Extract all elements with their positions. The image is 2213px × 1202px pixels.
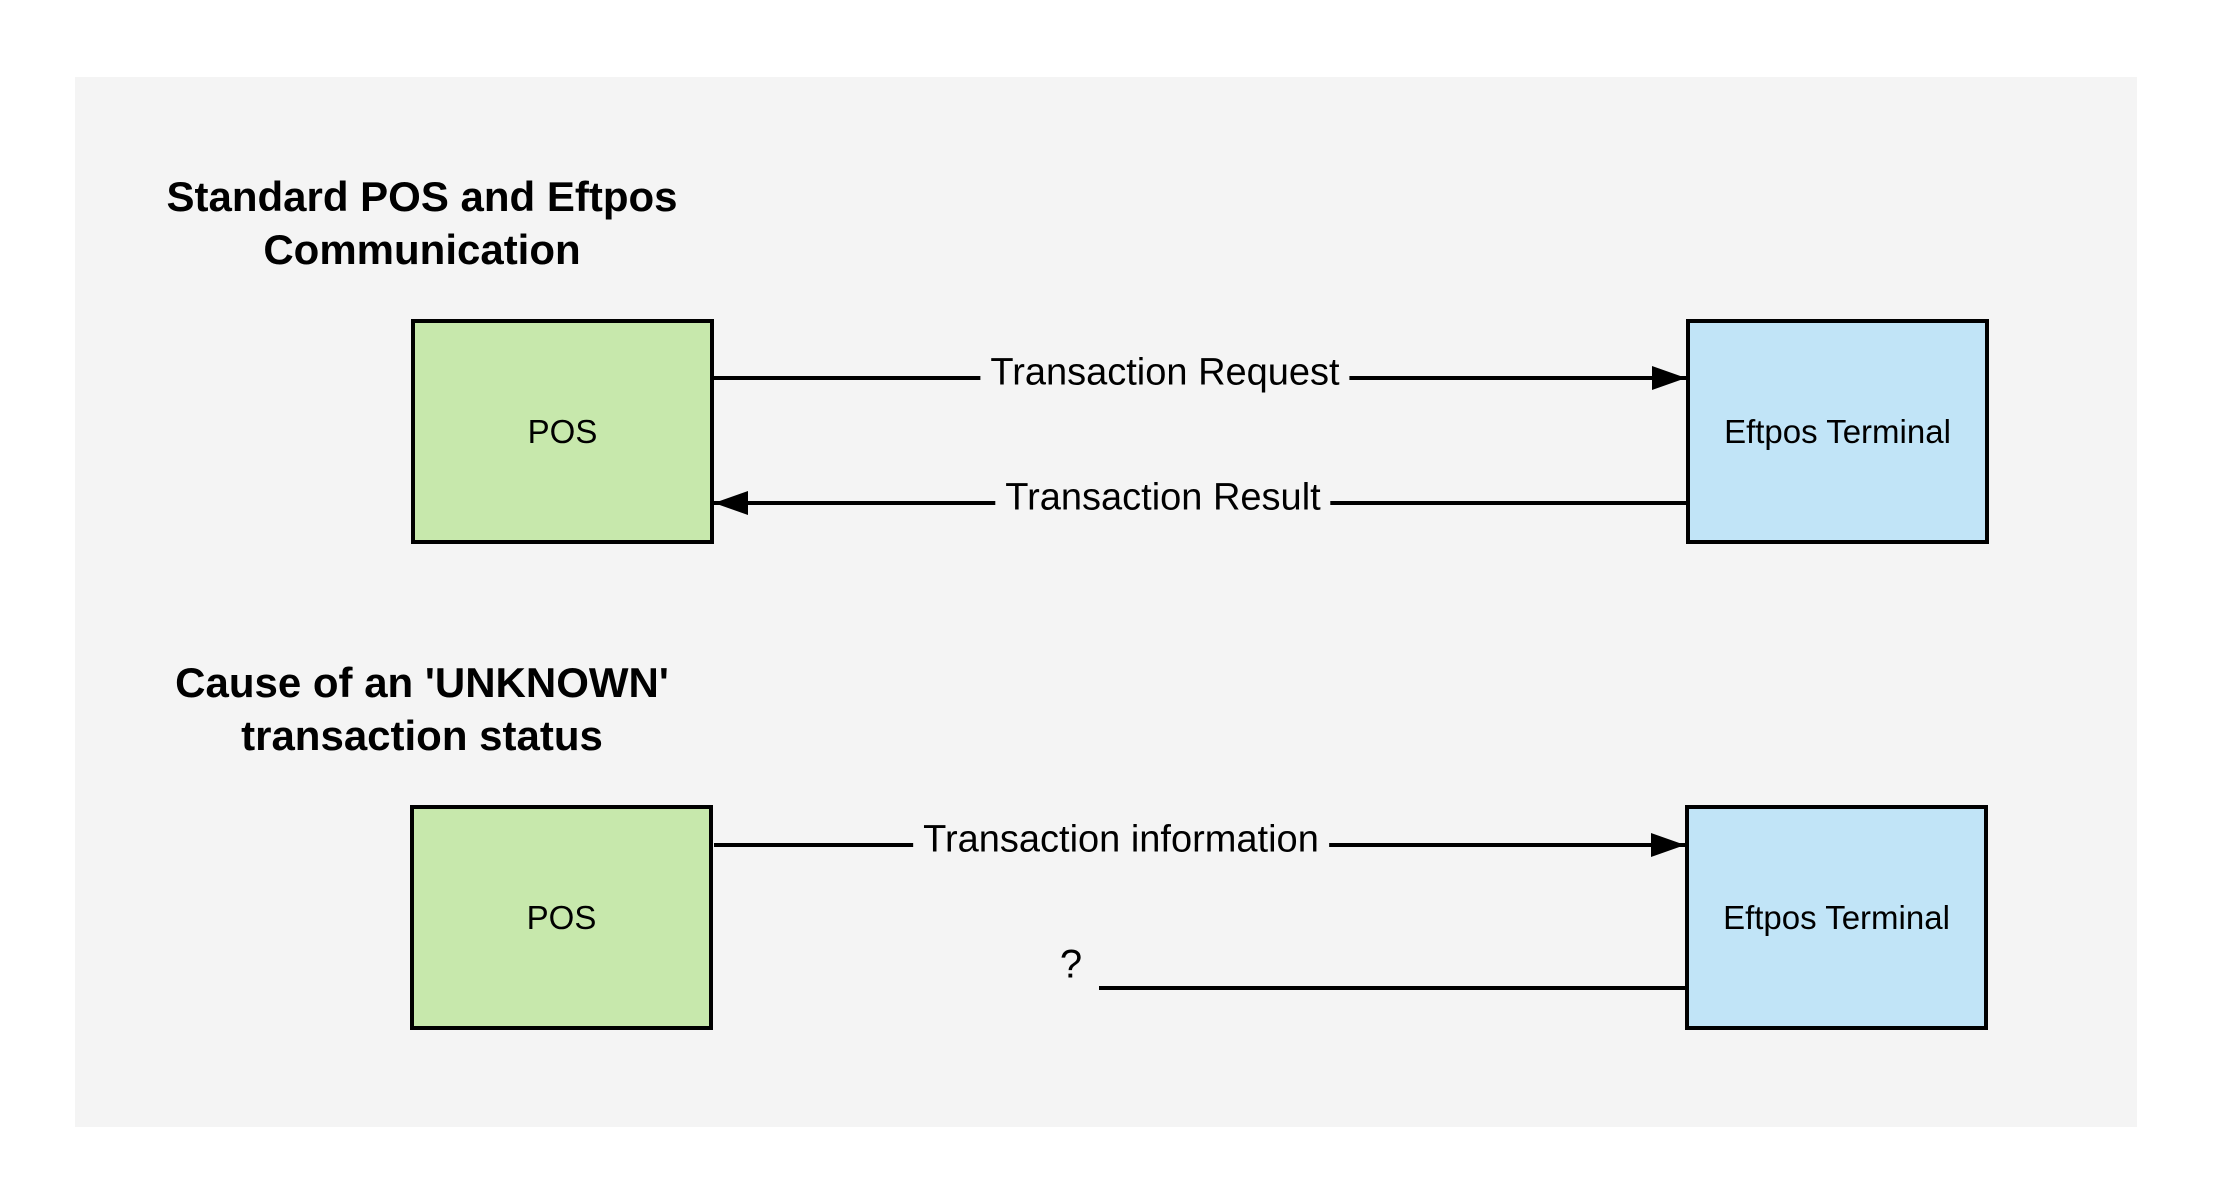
section2-title: Cause of an 'UNKNOWN' transaction status	[175, 659, 669, 759]
section1-eftpos-terminal-box: Eftpos Terminal	[1686, 319, 1989, 544]
section2-info-arrowhead-icon	[1651, 833, 1685, 857]
section1-pos-box: POS	[411, 319, 714, 544]
section1-result-arrowhead-icon	[714, 491, 748, 515]
section1-request-label: Transaction Request	[980, 351, 1350, 395]
section2-pos-label: POS	[526, 898, 597, 936]
section2-pos-box: POS	[410, 805, 713, 1030]
section2-unknown-line	[1099, 986, 1685, 990]
section1-request-arrowhead-icon	[1652, 366, 1686, 390]
section2-question-mark-label: ?	[1059, 942, 1083, 987]
section1-title: Standard POS and Eftpos Communication	[166, 173, 678, 273]
section2-info-label: Transaction information	[913, 818, 1329, 862]
section2-eftpos-terminal-box: Eftpos Terminal	[1685, 805, 1988, 1030]
section2-eftpos-terminal-label: Eftpos Terminal	[1723, 898, 1950, 936]
section1-pos-label: POS	[527, 412, 598, 450]
section1-result-label: Transaction Result	[995, 476, 1331, 520]
diagram-canvas: Standard POS and Eftpos Communication PO…	[75, 77, 2137, 1127]
section1-eftpos-terminal-label: Eftpos Terminal	[1724, 412, 1951, 450]
